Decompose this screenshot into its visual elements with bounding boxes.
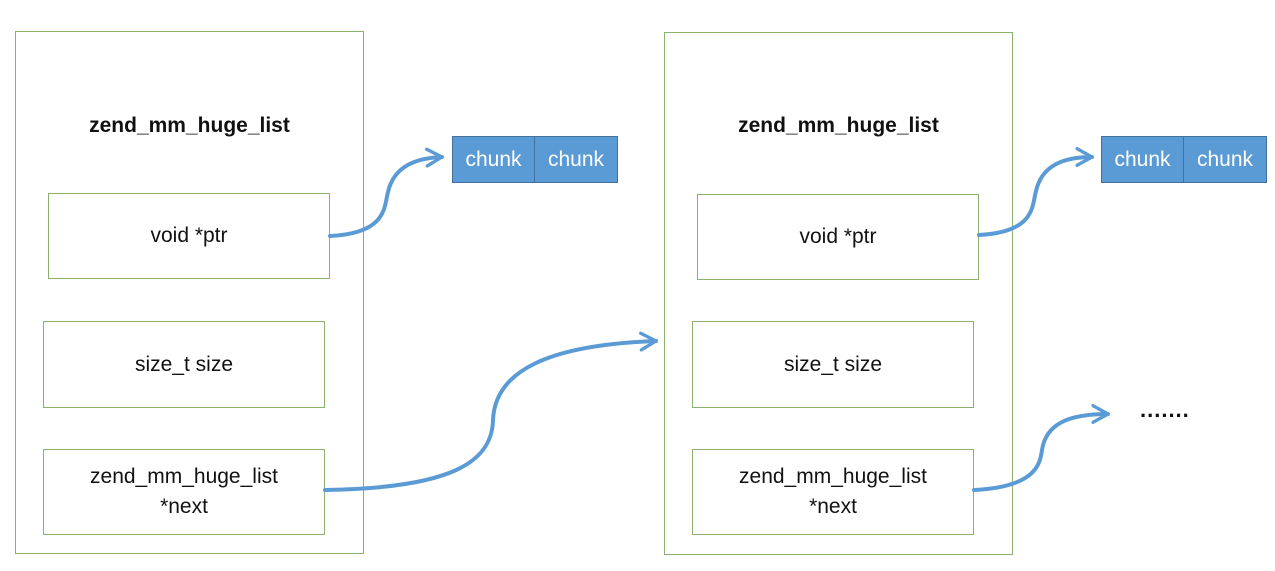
continuation-ellipsis: ....... — [1140, 397, 1190, 422]
ptr-field-2: void *ptr — [697, 194, 979, 280]
ptr-field-label-2: void *ptr — [799, 225, 877, 248]
chunk-1b: chunk — [534, 136, 618, 183]
next-field-name-1: *next — [160, 495, 208, 518]
next-field-type-2: zend_mm_huge_list — [739, 465, 927, 488]
size-field-label-2: size_t size — [783, 352, 883, 376]
chunk-2b: chunk — [1183, 136, 1267, 183]
struct-title-2: zend_mm_huge_list — [738, 114, 939, 137]
size-field-1: size_t size — [43, 321, 325, 408]
size-field-label-1: size_t size — [134, 352, 234, 376]
ptr-field-1: void *ptr — [48, 193, 330, 279]
next-field-name-2: *next — [809, 495, 857, 518]
ptr-arrow-1 — [328, 147, 444, 238]
chunk-1a: chunk — [452, 136, 535, 183]
next-arrow-2 — [972, 404, 1110, 492]
next-field-1: zend_mm_huge_list *next — [43, 449, 325, 535]
next-arrow-1 — [323, 331, 658, 492]
struct-title-1: zend_mm_huge_list — [89, 114, 290, 137]
chunk-2a: chunk — [1101, 136, 1184, 183]
next-field-type-1: zend_mm_huge_list — [90, 465, 278, 488]
size-field-2: size_t size — [692, 321, 974, 408]
next-field-2: zend_mm_huge_list *next — [692, 449, 974, 535]
ptr-field-label-1: void *ptr — [150, 224, 228, 247]
ptr-arrow-2 — [977, 147, 1094, 237]
